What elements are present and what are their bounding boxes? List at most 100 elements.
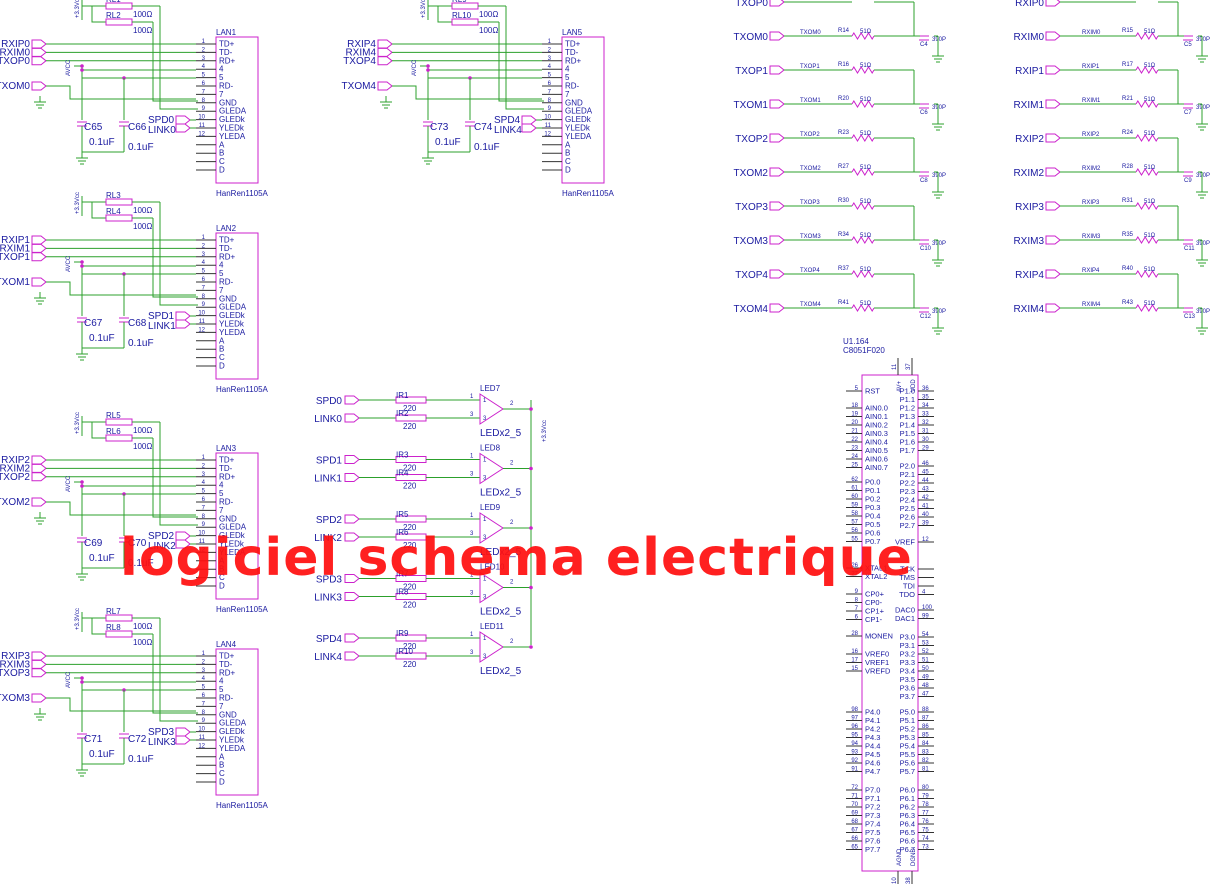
port-flag <box>31 81 47 91</box>
mcu-pin-name: P5.1 <box>900 716 915 725</box>
led-pin-number: 1 <box>483 398 487 404</box>
pin-number: 5 <box>202 269 206 275</box>
resistor-value: 220 <box>403 541 417 550</box>
mcu-pin-name: P1.5 <box>900 429 915 438</box>
pin-number: 7 <box>202 285 206 291</box>
junction-dot <box>80 260 84 264</box>
mcu-pin-number: 97 <box>851 716 858 722</box>
mcu-pin-name: P2.2 <box>900 479 915 488</box>
resistor-value: 100Ω <box>133 638 152 647</box>
capacitor-ref: C5 <box>1184 42 1192 48</box>
port-flag <box>31 455 47 465</box>
pin-number: 8 <box>202 98 206 104</box>
resistor-value: 100Ω <box>479 26 498 35</box>
mcu-pin-name: VREFD <box>865 667 891 676</box>
pin-name: GLEDk <box>219 311 246 320</box>
pin-name: 5 <box>219 73 224 82</box>
pin-name: RD- <box>219 82 234 91</box>
mcu-pin-number: 100 <box>922 605 933 611</box>
resistor-zigzag <box>851 134 875 142</box>
net-label: RXIM2 <box>1082 166 1101 172</box>
resistor-ref: IR3 <box>396 451 409 460</box>
net-label: TXOP1 <box>800 64 820 70</box>
mcu-pin-number: 59 <box>851 503 858 509</box>
vcc-label: +3.3Vcc <box>75 608 81 630</box>
mcu-pin-number: 17 <box>851 658 858 664</box>
mcu-pin-number: 18 <box>851 403 858 409</box>
resistor-zigzag <box>1135 270 1159 278</box>
port-flag <box>1045 31 1061 41</box>
pin-name: D <box>219 582 225 591</box>
resistor-ref: R43 <box>1122 300 1134 306</box>
led-pin-number: 1 <box>483 458 487 464</box>
led-pin-number: 2 <box>510 639 514 645</box>
net-label: LINK2 <box>314 533 342 544</box>
mcu-pin-number: 10 <box>892 877 898 884</box>
port-flag <box>377 47 393 57</box>
junction-dot <box>426 64 430 68</box>
pin-number: 4 <box>202 260 206 266</box>
wire <box>437 6 452 23</box>
net-label: RXIM4 <box>1082 302 1101 308</box>
mcu-pin-number: 65 <box>851 845 858 851</box>
junction-dot <box>426 68 430 72</box>
led-part: LEDx2_5 <box>480 666 522 677</box>
led-pin-number: 1 <box>470 632 474 638</box>
port-label: RXIP0 <box>1015 0 1044 9</box>
pin-name: B <box>219 149 224 158</box>
mcu-pin-number: 87 <box>922 716 929 722</box>
mcu-pin-number: 92 <box>851 758 858 764</box>
ground-symbol <box>932 322 944 335</box>
port-flag <box>1045 235 1061 245</box>
capacitor-value: 0.1uF <box>89 333 115 344</box>
connector-body <box>215 36 259 184</box>
net-label: RXIP3 <box>1082 200 1100 206</box>
port-flag <box>769 235 785 245</box>
port-label: TXOM2 <box>734 168 769 179</box>
mcu-pin-name: P0.3 <box>865 503 880 512</box>
mcu-pin-number: 55 <box>851 537 858 543</box>
led-pin-number: 3 <box>483 654 487 660</box>
mcu-pin-number: 57 <box>851 520 858 526</box>
pin-number: 1 <box>202 235 206 241</box>
port-flag <box>769 201 785 211</box>
pin-name: D <box>219 778 225 787</box>
mcu-pin-name: P5.6 <box>900 759 915 768</box>
wire <box>505 6 544 110</box>
resistor-value: 51Ω <box>860 165 872 171</box>
mcu-pin-number: 79 <box>922 794 929 800</box>
wire <box>152 438 198 518</box>
led-pin-number: 3 <box>470 412 474 418</box>
mcu-pin-name: P7.7 <box>865 845 880 854</box>
port-label: TXOP0 <box>735 0 768 9</box>
capacitor-value: 390P <box>1196 105 1210 111</box>
port-flag <box>175 727 191 737</box>
port-label: RXIM4 <box>1013 304 1044 315</box>
resistor-zigzag <box>1135 202 1159 210</box>
connector-part: HanRen1105A <box>216 605 269 614</box>
mcu-pin-number: 7 <box>855 606 859 612</box>
connector-ref: LAN2 <box>216 224 237 233</box>
capacitor-ref: C9 <box>1184 178 1192 184</box>
resistor-ref: RL5 <box>106 411 121 420</box>
capacitor-value: 0.1uF <box>128 754 154 765</box>
net-label: LINK3 <box>148 737 176 748</box>
pin-name: 7 <box>565 90 570 99</box>
pin-number: 12 <box>198 327 205 333</box>
pin-number: 11 <box>199 735 206 741</box>
mcu-pin-number: 49 <box>922 675 929 681</box>
vcc-label: +3.3Vcc <box>75 192 81 214</box>
resistor-ref: RL1 <box>106 0 121 4</box>
mcu-pin-name: P1.2 <box>900 404 915 413</box>
port-label: RXIP4 <box>1015 270 1044 281</box>
pin-name: 7 <box>219 506 224 515</box>
capacitor-value: 390P <box>932 241 946 247</box>
net-label: LINK3 <box>314 593 342 604</box>
capacitor-value: 0.1uF <box>89 749 115 760</box>
led-part: LEDx2_5 <box>480 607 522 618</box>
pin-number: 11 <box>545 123 552 129</box>
